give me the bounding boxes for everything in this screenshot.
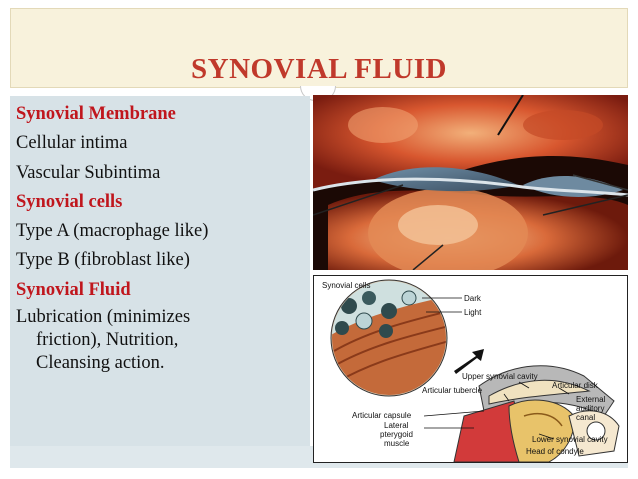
item-lubrication: Lubrication (minimizes bbox=[16, 307, 191, 328]
label-lateral-1: Lateral bbox=[384, 421, 409, 430]
tmj-diagram: Synovial cells Dark Light Upper synovial… bbox=[313, 275, 628, 463]
label-external-auditory-2: auditory bbox=[576, 404, 604, 413]
title-bar bbox=[10, 8, 628, 88]
label-external-auditory-3: canal bbox=[576, 413, 595, 422]
heading-synovial-membrane: Synovial Membrane bbox=[16, 104, 176, 124]
item-type-a: Type A (macrophage like) bbox=[16, 221, 209, 242]
label-light: Light bbox=[464, 308, 482, 317]
joint-photo bbox=[313, 95, 628, 270]
label-head-condyle: Head of condyle bbox=[526, 447, 584, 456]
heading-synovial-fluid: Synovial Fluid bbox=[16, 279, 131, 300]
joint-photo-illustration bbox=[313, 95, 628, 270]
label-articular-disk: Articular disk bbox=[552, 381, 599, 390]
slide-title: SYNOVIAL FLUID bbox=[191, 53, 447, 85]
heading-synovial-cells: Synovial cells bbox=[16, 191, 123, 212]
tmj-diagram-illustration: Synovial cells Dark Light Upper synovial… bbox=[322, 279, 620, 462]
item-vascular-subintima: Vascular Subintima bbox=[16, 162, 161, 183]
label-lower-cavity: Lower synovial cavity bbox=[532, 435, 608, 444]
content-panel bbox=[10, 96, 310, 446]
label-articular-capsule: Articular capsule bbox=[352, 411, 412, 420]
item-friction-nutrition: friction), Nutrition, bbox=[36, 330, 179, 351]
item-cellular-intima: Cellular intima bbox=[16, 133, 128, 154]
item-cleansing: Cleansing action. bbox=[36, 353, 165, 374]
label-synovial-cells: Synovial cells bbox=[322, 281, 370, 290]
label-upper-cavity: Upper synovial cavity bbox=[462, 372, 538, 381]
label-lateral-2: pterygoid bbox=[380, 430, 413, 439]
label-articular-tubercle: Articular tubercle bbox=[422, 386, 483, 395]
label-external-auditory-1: External bbox=[576, 395, 606, 404]
label-lateral-3: muscle bbox=[384, 439, 410, 448]
item-type-b: Type B (fibroblast like) bbox=[16, 250, 190, 271]
bullet-text-block: Synovial Membrane Cellular intima Vascul… bbox=[16, 100, 308, 375]
label-dark: Dark bbox=[464, 294, 482, 303]
